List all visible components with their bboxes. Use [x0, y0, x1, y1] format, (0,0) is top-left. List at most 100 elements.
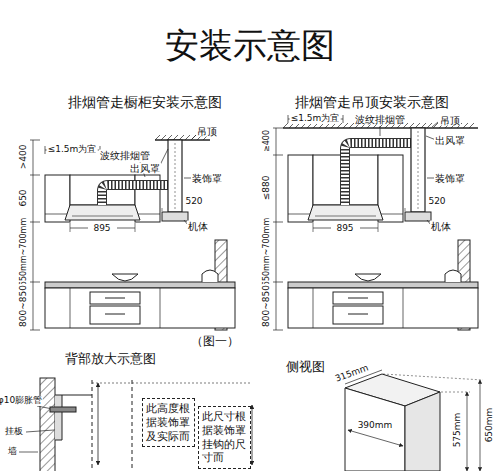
dimension-label: 520 [184, 197, 203, 207]
stroke [252, 405, 253, 465]
stroke [70, 223, 71, 232]
dimension-label: >400 [19, 144, 29, 171]
stroke [30, 222, 40, 223]
stroke [19, 452, 38, 453]
stroke [383, 374, 483, 380]
stroke [273, 128, 283, 129]
stroke [343, 115, 344, 123]
stroke [117, 228, 135, 229]
dimension-label: ≤880 [262, 175, 272, 202]
stroke [167, 135, 172, 140]
page-title: 安装示意图 [165, 27, 335, 64]
note-text: 此高度根据装饰罩及实际而 [146, 402, 191, 443]
view-title: 排烟管走吊顶安装示意图 [294, 95, 450, 110]
stroke [160, 149, 168, 165]
duct-ribs [345, 143, 411, 205]
kitchen-elevation [30, 135, 235, 330]
stroke [432, 122, 438, 127]
stroke [288, 115, 289, 123]
stroke [469, 123, 474, 128]
stroke [348, 314, 368, 315]
stroke [30, 140, 40, 141]
stroke [273, 330, 283, 331]
note-box: 此尺寸根据装饰罩挂钩的尺寸而 [198, 406, 251, 469]
stroke [162, 208, 163, 211]
side-view-hood [345, 370, 483, 471]
stroke [173, 135, 178, 140]
part-outline [405, 392, 440, 471]
stroke [70, 288, 71, 328]
part-outline [355, 274, 381, 281]
view-title: 侧视图 [285, 360, 326, 374]
stroke [30, 175, 40, 176]
stroke [427, 123, 432, 128]
dimension-label: φ10膨胀管 [0, 396, 43, 406]
stroke [409, 123, 414, 128]
part-label: 波纹排烟管 [354, 114, 406, 125]
stroke [70, 228, 88, 229]
dimension-label: 520 [427, 197, 446, 207]
corrugated-duct [102, 185, 168, 205]
stroke [313, 228, 331, 229]
part-outline [90, 306, 140, 324]
dimension-label: 575mm [453, 412, 463, 449]
corrugated-duct [345, 143, 411, 205]
stroke [405, 208, 406, 211]
stroke [463, 123, 468, 128]
part-outline [90, 292, 140, 304]
stroke [360, 228, 378, 229]
stroke [283, 123, 288, 128]
stroke [132, 380, 133, 471]
part-outline [45, 282, 235, 288]
part-outline [405, 212, 431, 221]
part-outline [288, 155, 313, 222]
part-outline [162, 212, 188, 221]
stroke [378, 214, 403, 215]
stroke [315, 216, 376, 217]
stroke [403, 288, 404, 328]
part-outline [378, 155, 403, 222]
dimension-label: 650mm~700mm [263, 217, 272, 287]
dimension-label: ≥400 [263, 129, 272, 153]
part-outline [65, 205, 140, 220]
stroke [421, 123, 426, 128]
view-title: 背部放大示意图 [64, 352, 157, 366]
stroke [92, 383, 250, 384]
stroke [313, 288, 314, 328]
part-outline [288, 282, 478, 288]
stroke [105, 314, 125, 315]
dimension-label: 800~850 [262, 284, 272, 328]
stroke [283, 127, 478, 129]
part-label: 吊顶 [196, 126, 218, 137]
dimension-label: ≤1.5m为宜 [290, 114, 341, 124]
stroke [433, 123, 438, 128]
figure-caption: （图一） [191, 335, 239, 348]
stroke [175, 143, 176, 209]
stroke [30, 330, 40, 331]
stroke [276, 128, 277, 330]
part-label: 挂板 [4, 427, 24, 437]
stroke [467, 392, 468, 471]
part-outline [50, 407, 76, 412]
note-box: 此高度根据装饰罩及实际而 [142, 398, 195, 447]
part-label: 出风罩 [129, 163, 161, 174]
stroke [98, 383, 99, 465]
stroke [105, 298, 125, 299]
dimension-label: ≤1.5m为宜 [47, 145, 98, 155]
part-label: 装饰罩 [434, 173, 466, 184]
back-detail [40, 378, 252, 471]
dimension-label: 895 [335, 224, 354, 234]
dimension-label: 650mm~700mm [20, 217, 29, 287]
stroke [45, 214, 70, 215]
stroke [30, 282, 40, 283]
part-label: 吊顶 [439, 115, 461, 126]
stroke [380, 126, 381, 136]
stroke [418, 131, 419, 209]
part-outline [288, 288, 478, 328]
stroke [62, 395, 92, 396]
stroke [313, 223, 314, 232]
dimension-label: 895 [92, 224, 111, 234]
dimension-label: 390mm [357, 421, 394, 431]
stroke [348, 430, 403, 446]
